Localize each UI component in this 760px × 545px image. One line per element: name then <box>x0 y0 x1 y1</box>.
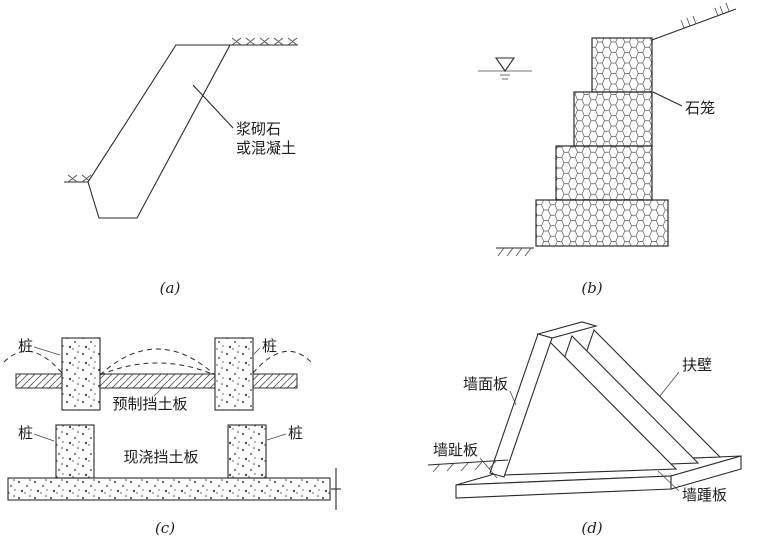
gabion-leader-line <box>652 91 683 107</box>
precast-board-label: 预制挡土板 <box>112 395 187 413</box>
counterfort-label: 扶壁 <box>682 357 712 374</box>
counterfort-leader <box>659 371 680 397</box>
pile-left-label-precast: 桩 <box>18 338 33 355</box>
heel-slab-leader <box>657 470 680 492</box>
counterfort-ribs <box>503 328 722 476</box>
pile-right-label-precast: 桩 <box>262 338 277 355</box>
gabion-tier-4 <box>535 199 669 247</box>
diagram-d-counterfort-wall: 墙面板 扶壁 墙趾板 墙踵板 (d) <box>427 321 742 537</box>
material-label-line2: 或混凝土 <box>236 140 296 157</box>
gravity-wall-section <box>87 44 231 219</box>
section-end-mark <box>331 468 341 510</box>
slope-line-top-right <box>651 2 737 41</box>
caption-c: (c) <box>155 519 175 537</box>
heel-slab-label: 墙踵板 <box>682 486 727 504</box>
face-panel-leader <box>509 390 517 406</box>
gabion-baskets <box>535 37 669 247</box>
material-leader-line <box>192 84 234 129</box>
gabion-tier-2 <box>573 91 653 147</box>
precast-board-middle <box>99 373 216 389</box>
pile-right-leader-cast <box>266 433 287 441</box>
face-panel <box>489 321 599 478</box>
soil-arch-dashed-outer <box>3 350 312 374</box>
ground-hatch-toe <box>427 459 509 473</box>
precast-board-left <box>15 373 63 389</box>
precast-board-right <box>252 373 298 389</box>
cast-in-place-slab <box>7 477 331 501</box>
pile-left-precast <box>61 337 101 411</box>
toe-slab-leader <box>479 457 498 479</box>
toe-slab-label: 墙趾板 <box>433 441 478 459</box>
pile-right-label-cast: 桩 <box>288 425 303 442</box>
pile-left-leader <box>33 346 61 356</box>
pile-left-cast <box>55 424 95 479</box>
pile-right-cast <box>227 424 267 479</box>
face-panel-top-edge <box>535 321 599 339</box>
caption-a: (a) <box>160 279 181 297</box>
ground-hatch-top-right <box>228 37 298 46</box>
water-level-symbol <box>478 57 532 80</box>
soil-arch-dashed-1 <box>99 348 216 376</box>
pile-left-label-cast: 桩 <box>18 425 33 442</box>
gabion-tier-1 <box>591 37 653 93</box>
gabion-tier-3 <box>555 145 653 201</box>
precast-board-leader <box>153 387 163 397</box>
soil-arch-dashed-2 <box>99 362 216 376</box>
cast-in-place-subfigure: 桩 桩 现浇挡土板 <box>7 424 341 510</box>
diagram-a-masonry-wall: 浆砌石 或混凝土 (a) <box>64 37 298 297</box>
face-panel-front-face <box>489 333 553 478</box>
ground-hatch-bottom-left <box>496 247 534 257</box>
pile-right-leader <box>253 347 261 355</box>
gabion-label: 石笼 <box>685 100 715 117</box>
pile-right-precast <box>214 337 254 411</box>
caption-b: (b) <box>581 279 602 297</box>
base-slab-right-face <box>670 455 742 490</box>
cast-in-place-board-label: 现浇挡土板 <box>123 448 198 466</box>
material-label-line1: 浆砌石 <box>236 120 281 138</box>
pile-left-leader-cast <box>33 433 55 442</box>
face-panel-label: 墙面板 <box>463 375 508 393</box>
caption-d: (d) <box>581 519 602 537</box>
diagram-c-pile-board-walls: 桩 桩 预制挡土板 桩 桩 现浇挡土板 (c) <box>3 337 341 537</box>
precast-board-subfigure: 桩 桩 预制挡土板 <box>3 337 312 413</box>
diagram-b-gabion-wall: 石笼 (b) <box>478 2 737 297</box>
